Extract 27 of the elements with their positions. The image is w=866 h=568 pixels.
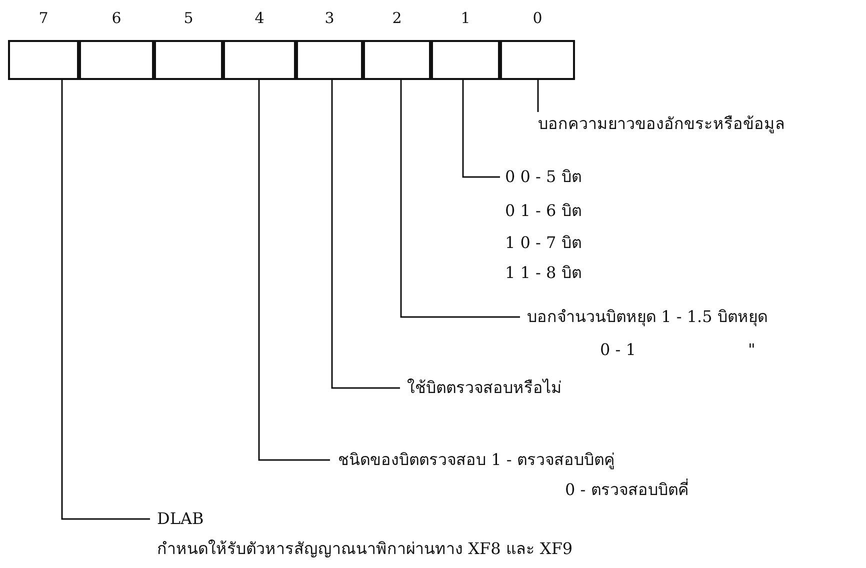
description-text: 1 1 - 8 บิต — [505, 262, 582, 284]
bit-number: 5 — [182, 8, 194, 29]
leader-line — [400, 80, 520, 318]
description-text: ใช้บิตตรวจสอบหรือไม่ — [407, 377, 562, 399]
leader-line — [61, 80, 150, 520]
bit-number: 4 — [254, 8, 266, 29]
ditto-mark: " — [748, 339, 756, 361]
description-text: บอกความยาวของอักขระหรือข้อมูล — [538, 113, 785, 136]
leader-line — [331, 80, 400, 389]
leader-line — [258, 80, 330, 461]
bit-number: 2 — [391, 8, 403, 29]
bit-number: 3 — [324, 8, 336, 29]
leader-line — [537, 80, 539, 112]
description-text: กำหนดให้รับตัวหารสัญญาณนาพิกาผ่านทาง XF8 และ XF9 — [157, 538, 573, 560]
description-text: 0 - 1 — [600, 339, 636, 361]
bit-number: 7 — [38, 8, 50, 29]
bit-number: 1 — [460, 8, 472, 29]
leader-line — [462, 80, 500, 178]
description-text: 0 - ตรวจสอบบิตคี่ — [565, 478, 689, 501]
bit-number: 0 — [532, 8, 544, 29]
description-text: DLAB — [157, 508, 204, 530]
description-text: 1 0 - 7 บิต — [505, 232, 582, 254]
description-text: บอกจำนวนบิตหยุด 1 - 1.5 บิตหยุด — [527, 306, 768, 328]
description-text: ชนิดของบิตตรวจสอบ 1 - ตรวจสอบบิตคู่ — [338, 449, 615, 472]
description-text: 0 0 - 5 บิต — [505, 166, 582, 188]
bit-number: 6 — [110, 8, 122, 29]
description-text: 0 1 - 6 บิต — [505, 200, 582, 222]
